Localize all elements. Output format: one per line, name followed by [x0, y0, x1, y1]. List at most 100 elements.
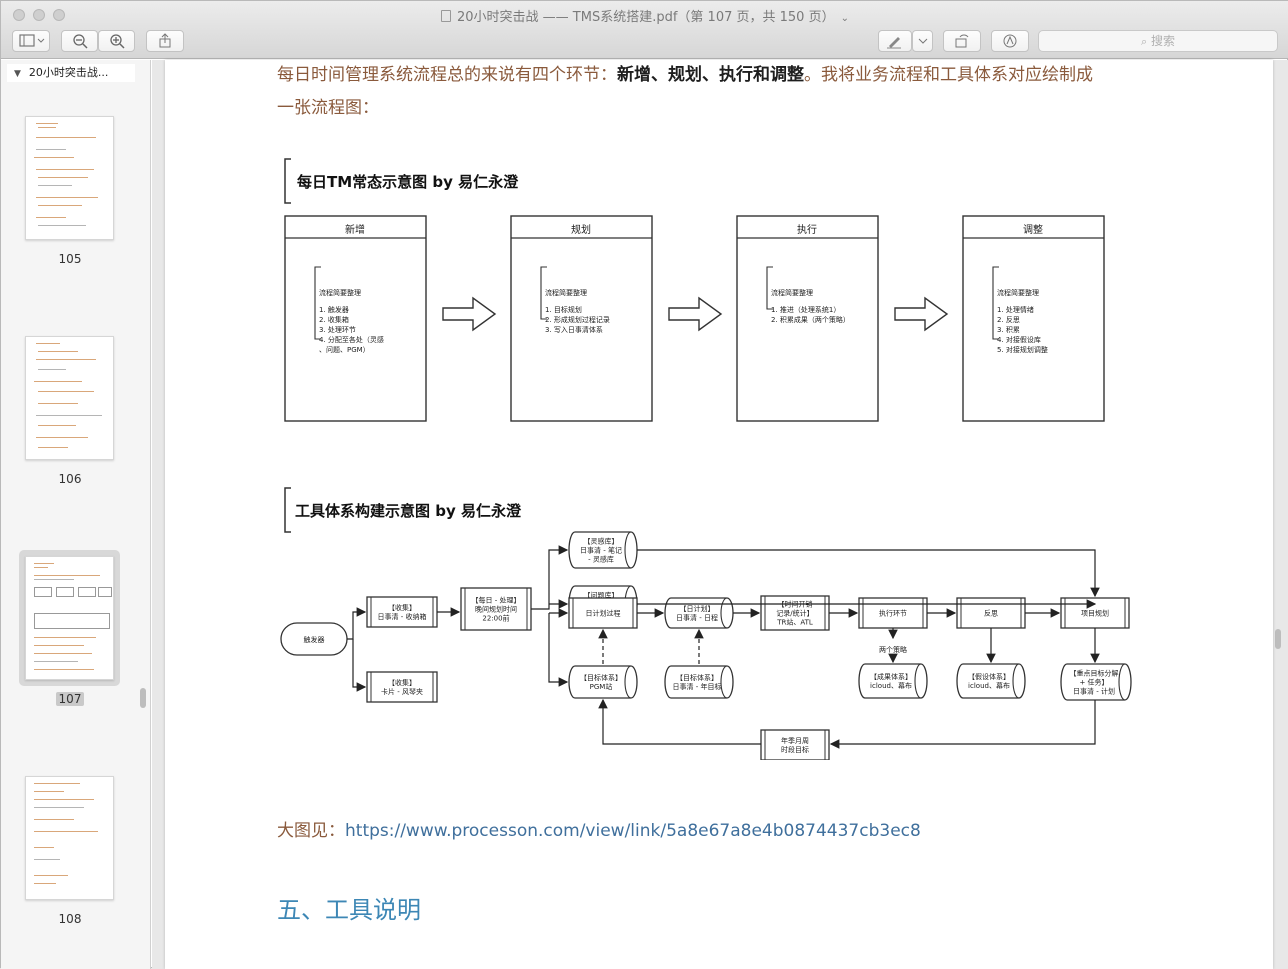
thumbnail-text-line: [38, 127, 56, 128]
node-label: 日事清 - 日程: [676, 613, 718, 622]
markup-dropdown-button[interactable]: [912, 30, 933, 52]
zoom-window-button[interactable]: [53, 9, 65, 21]
page-thumbnail-105[interactable]: [25, 116, 114, 240]
connector-arrow: [548, 613, 569, 687]
swimlane-box: [284, 215, 427, 422]
thumbnail-text-line: [34, 859, 60, 860]
node-label: 日事清 - 收纳箱: [378, 612, 427, 621]
list-item: 2. 形成规划过程记录: [545, 315, 610, 324]
cylinder-end: [914, 663, 922, 699]
node-box: [366, 671, 438, 703]
outline-header[interactable]: ▼20小时突击战...: [7, 64, 135, 82]
node-label: 晚间规划时间: [475, 605, 517, 614]
thumbnail-text-line: [34, 799, 94, 800]
list-title: 流程简要整理: [319, 288, 361, 297]
thumbnail-text-line: [34, 637, 96, 638]
thumbnail-text-line: [34, 653, 92, 654]
thumbnail-diagram-box: [56, 587, 74, 597]
swimlane-box: [510, 215, 653, 422]
swimlane-box: [736, 215, 879, 422]
cylinder-end: [624, 665, 632, 699]
node-reflect: 反思: [956, 597, 1026, 629]
node-label: 日事清 - 计划: [1073, 687, 1115, 696]
thumbnail-text-line: [36, 137, 96, 138]
thumbnail-text-line: [34, 669, 94, 670]
zoom-out-button[interactable]: [61, 30, 98, 52]
node-label: 【灵感库】: [584, 537, 619, 546]
page-thumbnail-108[interactable]: [25, 776, 114, 900]
cylinder-end: [720, 597, 728, 629]
thumbnail-text-line: [34, 661, 78, 662]
node-label: 项目规划: [1081, 609, 1109, 618]
page-number-107: 107: [41, 692, 99, 706]
page-number-105: 105: [58, 252, 82, 266]
list-item: 3. 写入日事清体系: [545, 325, 603, 334]
list-item: 1. 目标规划: [545, 305, 582, 314]
node-goal_pgm: 【目标体系】PGM站: [568, 665, 638, 699]
node-label: 【收集】: [388, 678, 416, 687]
connector-arrow: [829, 700, 1096, 749]
markup-toolbar-button[interactable]: [991, 30, 1029, 52]
list-item: 1. 触发器: [319, 305, 349, 314]
disclosure-triangle-icon[interactable]: ▼: [14, 69, 21, 79]
page-number-108: 108: [58, 912, 82, 926]
thumbnail-text-line: [34, 807, 84, 808]
thumbnail-diagram-box: [34, 613, 110, 629]
share-icon: [159, 33, 171, 48]
connector-arrow: [598, 698, 761, 745]
thumbnail-text-line: [38, 177, 88, 178]
thumbnail-text-line: [38, 403, 78, 404]
swimlane-header: 调整: [1023, 223, 1043, 236]
flow-arrow: [894, 296, 949, 332]
connector-arrow: [531, 545, 569, 610]
sidebar-toggle-button[interactable]: [12, 30, 50, 52]
minimize-window-button[interactable]: [33, 9, 45, 21]
thumbnail-text-line: [36, 123, 58, 124]
thumbnail-text-line: [34, 579, 74, 580]
thumbnail-diagram-box: [98, 587, 112, 597]
node-label: 【假设体系】: [968, 672, 1010, 681]
node-dayplan: 【日计划】日事清 - 日程: [664, 597, 734, 629]
node-label: 执行环节: [879, 609, 907, 618]
share-button[interactable]: [146, 30, 184, 52]
thumbnail-text-line: [38, 185, 72, 186]
thumbnail-text-line: [34, 567, 48, 568]
node-label: 记录/统计】: [776, 609, 813, 618]
rotate-button[interactable]: [943, 30, 981, 52]
thumbnail-text-line: [38, 447, 68, 448]
page-thumbnail-107[interactable]: [25, 556, 114, 680]
node-box: [760, 729, 830, 760]
node-label: 【成果体系】: [870, 672, 912, 681]
node-label: 日事清 - 笔记: [580, 546, 622, 555]
window-title[interactable]: 20小时突击战 —— TMS系统搭建.pdf（第 107 页，共 150 页）⌄: [1, 6, 1288, 25]
window-title-text: 20小时突击战 —— TMS系统搭建.pdf（第 107 页，共 150 页）: [457, 10, 835, 25]
list-item: 3. 处理环节: [319, 325, 356, 334]
sidebar-scrollbar[interactable]: [140, 688, 146, 708]
thumbnail-text-line: [34, 875, 68, 876]
list-bracket: [540, 266, 547, 320]
node-collect1: 【收集】日事清 - 收纳箱: [366, 596, 438, 628]
connector-arrow: [347, 607, 367, 640]
cylinder-end: [720, 665, 728, 699]
thumbnail-text-line: [34, 819, 74, 820]
pen-icon: [887, 37, 901, 49]
zoom-in-button[interactable]: [98, 30, 135, 52]
close-window-button[interactable]: [13, 9, 25, 21]
node-project: 项目规划: [1060, 597, 1130, 629]
node-label: - 灵感库: [588, 555, 614, 564]
markup-pen-button[interactable]: [878, 30, 912, 52]
title-bracket: [284, 158, 291, 204]
document-scrollbar[interactable]: [1275, 629, 1281, 649]
title-bar: 20小时突击战 —— TMS系统搭建.pdf（第 107 页，共 150 页）⌄…: [1, 1, 1288, 59]
page-thumbnail-106[interactable]: [25, 336, 114, 460]
diagram2-body: 触发器【收集】日事清 - 收纳箱【收集】卡片 - 风琴夹【每日 - 处理】晚间规…: [280, 531, 1132, 760]
search-input[interactable]: ⌕ 搜索: [1038, 30, 1278, 52]
rotate-icon: [955, 34, 969, 48]
node-label: TR站、ATL: [776, 618, 813, 627]
processon-link[interactable]: https://www.processon.com/view/link/5a8e…: [345, 821, 921, 841]
magnifier-icon: ⌕: [1140, 35, 1148, 48]
paragraph-suffix: 。我将业务流程和工具体系对应绘制成: [804, 65, 1093, 85]
